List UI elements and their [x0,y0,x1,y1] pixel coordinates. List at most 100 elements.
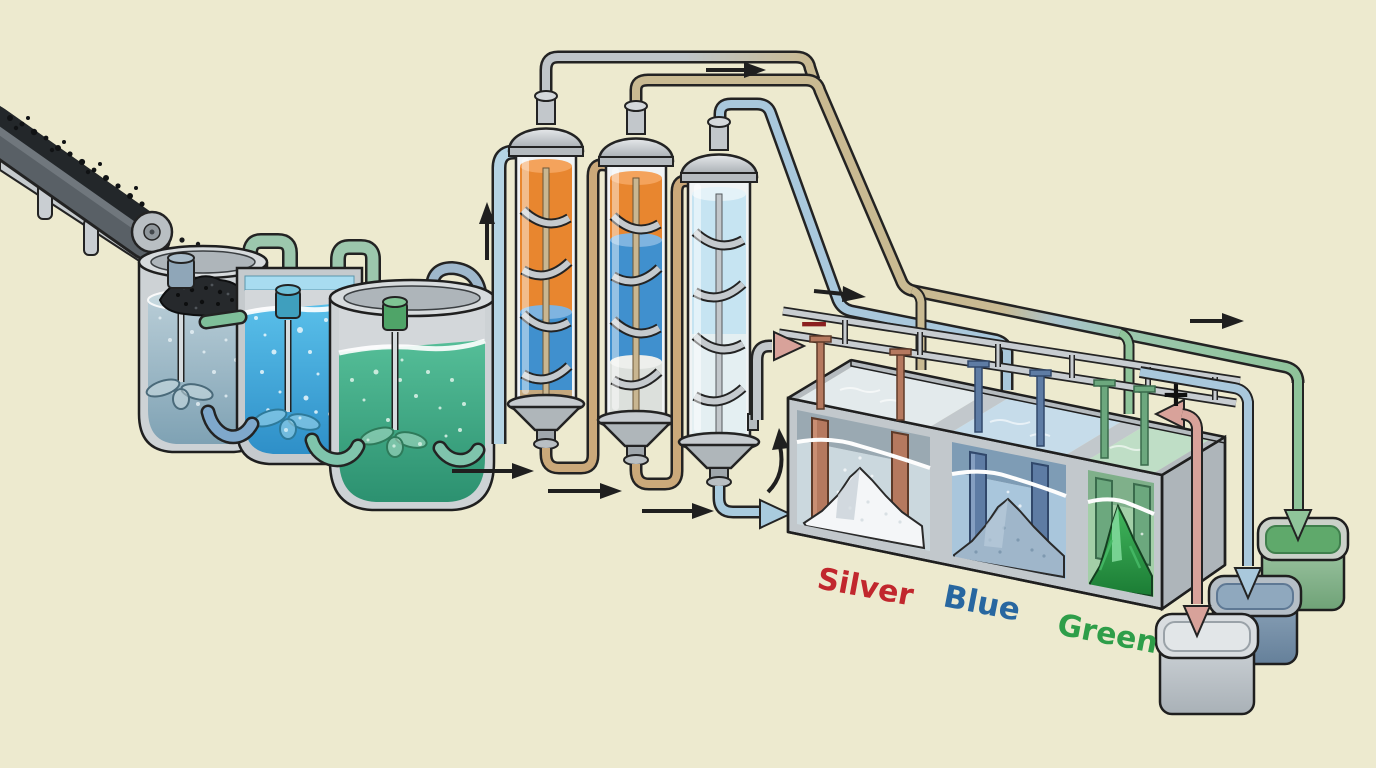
column2-rod [632,177,640,413]
agitator-propeller [252,408,321,440]
extraction-column-3 [677,116,761,488]
column2-funnel [598,421,674,448]
cells-right-rim [1154,435,1225,475]
blue-bottom-pipe-1 [203,407,257,442]
copper-hanger [816,338,825,410]
column1-cap-band [508,146,584,157]
column1-glass-highlight [522,158,529,394]
blue-cube-liquid [1216,583,1294,610]
cathode-feed-pipe [753,342,772,420]
teal-bottom-pipe-2 [307,435,363,465]
column1-spiral [519,206,573,385]
tank3-liquid [339,340,485,502]
green-down-arrow [1283,509,1313,543]
cell1-top-surface [797,362,993,427]
ore-conveyor [0,105,216,301]
flow-arrow-right [706,62,766,78]
blue-hanger [1036,372,1045,447]
cell-green [1087,470,1155,597]
copper-hanger [896,351,905,421]
roller-axle [149,229,155,235]
cell3-feed-drop [1118,329,1133,414]
blue-down-arrow [1233,567,1263,601]
leach-tank-1 [137,244,269,454]
flow-arrow-right [548,483,622,499]
cell-blue [951,442,1067,579]
column2-glass-highlight [612,168,619,410]
pink-inlet-arrow [773,330,807,362]
cell3-electrode-plate [1133,482,1151,567]
electrode-hangers [809,335,1156,466]
flow-arrow-curved-up [766,428,789,494]
column3-flange [706,476,732,488]
tank3-foam-line [338,338,486,356]
cell1-surface-line [796,437,931,470]
blue-outlet-pipe [1139,368,1252,566]
column3-cap-band [680,172,758,183]
belt-highlight [0,123,151,237]
tank2-liquid [245,302,354,454]
flow-arrows [452,62,1244,519]
column1-flange [533,438,559,450]
flow-arrow-right [642,503,714,519]
column3-glass-highlight [694,184,701,432]
column1-funnel [508,405,584,432]
cell-silver [796,410,931,551]
negative-sign: − [798,301,830,345]
busbar-posts-fill [843,320,1217,400]
busbar-rail-rear [782,308,1241,384]
electrolyte-pipes: − + [747,301,1254,604]
green-hanger [1100,382,1109,459]
ore-band [0,105,159,231]
tank3-motor-top [382,296,408,308]
pink-down-arrow [1182,605,1212,639]
column1-orange-surface [520,159,572,173]
column2-spiral [609,212,663,391]
tank-bottom-pipes [200,144,520,468]
tank3-inner-wall [339,306,485,352]
extraction-column-2 [596,100,676,466]
column1-nozzle-top [534,90,558,102]
gray-tan-top-pipe [542,53,818,96]
flow-arrow-up [479,202,495,260]
riser-column1-to-column2 [542,160,610,472]
pink-return-pipe [1181,410,1201,604]
green-u-pipe-1 [244,235,296,288]
column3-funnel [680,443,758,470]
collection-containers [1154,380,1350,716]
ore-pellets [7,115,153,217]
tank3-outlet-pipe [435,443,483,466]
leach-tank-3 [328,278,496,512]
column2-nozzle-top [624,100,648,112]
tank3-rim-inner [343,285,481,311]
column2-cap-band [598,156,674,167]
cell2-surface-line [951,469,1067,498]
agitator-propeller [359,426,428,458]
column3-nozzle-top [707,116,731,128]
column1-rod [542,167,550,397]
flow-arrow-right [452,463,534,479]
divider1-top [930,389,1015,432]
blue-product-pile [953,497,1065,579]
green-hanger [1140,388,1149,466]
cell1-feed-drop [910,286,925,370]
column-top-pipes [539,50,1305,390]
ore-pile-texture [176,286,234,306]
column3-spiral [691,228,747,407]
column3-outlet-pipe [715,486,760,516]
column2-flange [623,454,649,466]
blue-hanger [974,363,983,433]
feed-pipe-to-cells [632,76,1302,383]
flow-arrow-right [1190,313,1244,329]
tank2-motor-top [275,284,301,296]
extraction-column-1 [506,90,586,450]
green-u-pipe-2 [332,241,379,292]
silver-product-pile [802,466,926,550]
blue-inlet-arrow [759,498,793,530]
tank3-bubbles [350,358,466,448]
cell3-surface-line [1087,497,1155,516]
busbar-rail-front [778,330,1237,406]
flow-arrow-right [813,286,866,302]
